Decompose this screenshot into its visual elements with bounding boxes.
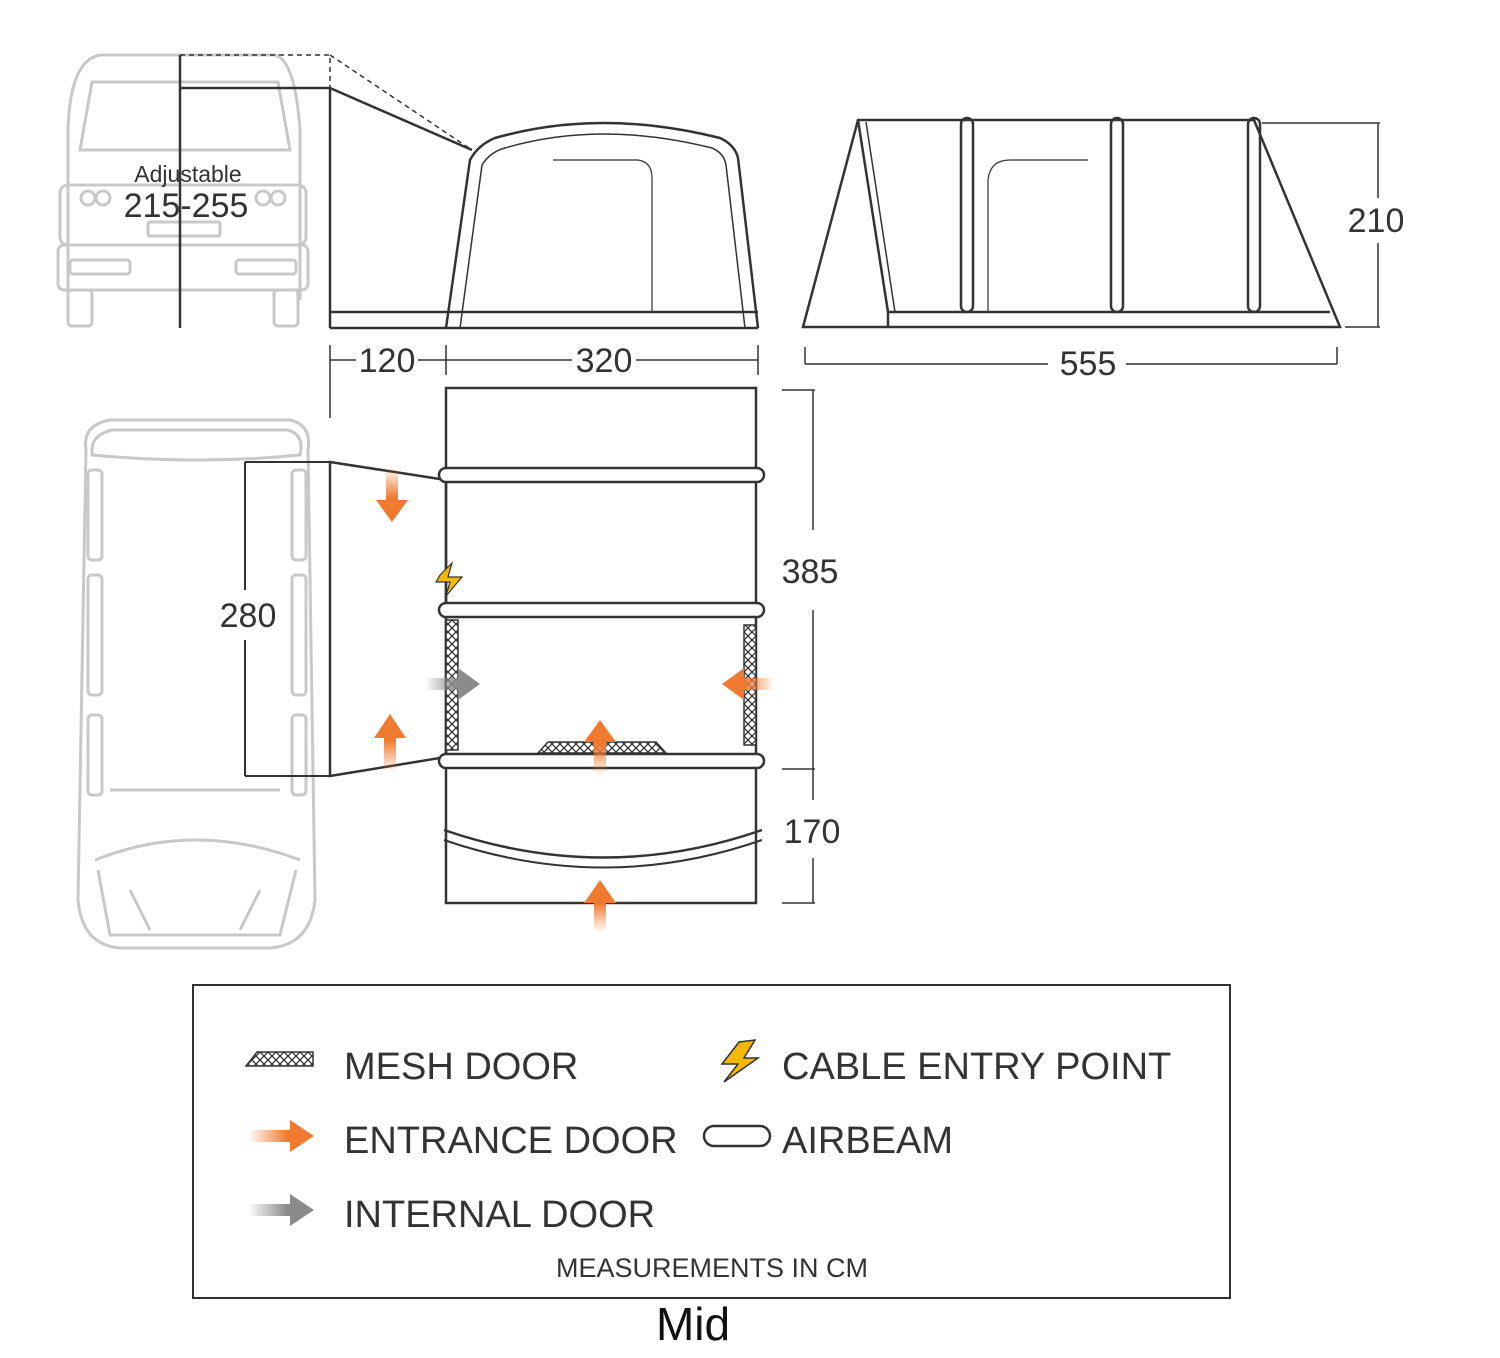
dim-210: 210 (1348, 202, 1405, 240)
van-rear-view (56, 53, 310, 328)
dim-170: 170 (784, 813, 841, 851)
legend-cable-entry: CABLE ENTRY POINT (782, 1046, 1171, 1088)
dim-280-lines (244, 461, 330, 777)
entrance-arrow-mesh (584, 720, 616, 775)
floor-plan (328, 386, 766, 905)
legend-mesh-icon (244, 1051, 314, 1067)
awning-side-view (328, 86, 760, 330)
adjustable-label: Adjustable (134, 161, 241, 187)
entrance-arrow-front (584, 880, 616, 932)
awning-front-view (801, 116, 1342, 329)
dim-555: 555 (1060, 345, 1117, 383)
legend-box (192, 984, 1231, 1299)
legend-airbeam: AIRBEAM (782, 1120, 953, 1162)
front-dimension-lines (804, 122, 1380, 365)
model-caption: Mid (656, 1298, 730, 1350)
entrance-arrow-bottom-left (374, 714, 406, 772)
legend-mesh-door: MESH DOOR (344, 1046, 578, 1088)
dim-120: 120 (359, 342, 416, 380)
legend-airbeam-icon (702, 1124, 772, 1148)
plan-dimension-lines (782, 389, 815, 904)
measurements-note: MEASUREMENTS IN CM (556, 1253, 868, 1283)
legend-entrance-icon (248, 1120, 314, 1152)
height-reference (178, 54, 473, 328)
side-dimension-lines (329, 345, 759, 418)
airbeam-1 (437, 466, 766, 484)
legend-entrance-door: ENTRANCE DOOR (344, 1120, 678, 1162)
legend-internal-door: INTERNAL DOOR (344, 1194, 655, 1236)
plan-entrance-arrows (374, 468, 774, 932)
legend-cable-icon (720, 1039, 761, 1083)
van-top-view (76, 418, 317, 950)
entrance-arrow-top-left (376, 468, 408, 522)
dim-385: 385 (782, 553, 839, 591)
entrance-arrow-right (722, 668, 774, 700)
airbeam-2 (437, 601, 766, 619)
dim-280: 280 (220, 597, 277, 635)
internal-door-arrow (425, 668, 480, 700)
cable-entry-icon (434, 560, 464, 597)
dim-320: 320 (576, 342, 633, 380)
legend-internal-icon (248, 1194, 314, 1226)
height-range-label: 215-255 (124, 187, 249, 225)
